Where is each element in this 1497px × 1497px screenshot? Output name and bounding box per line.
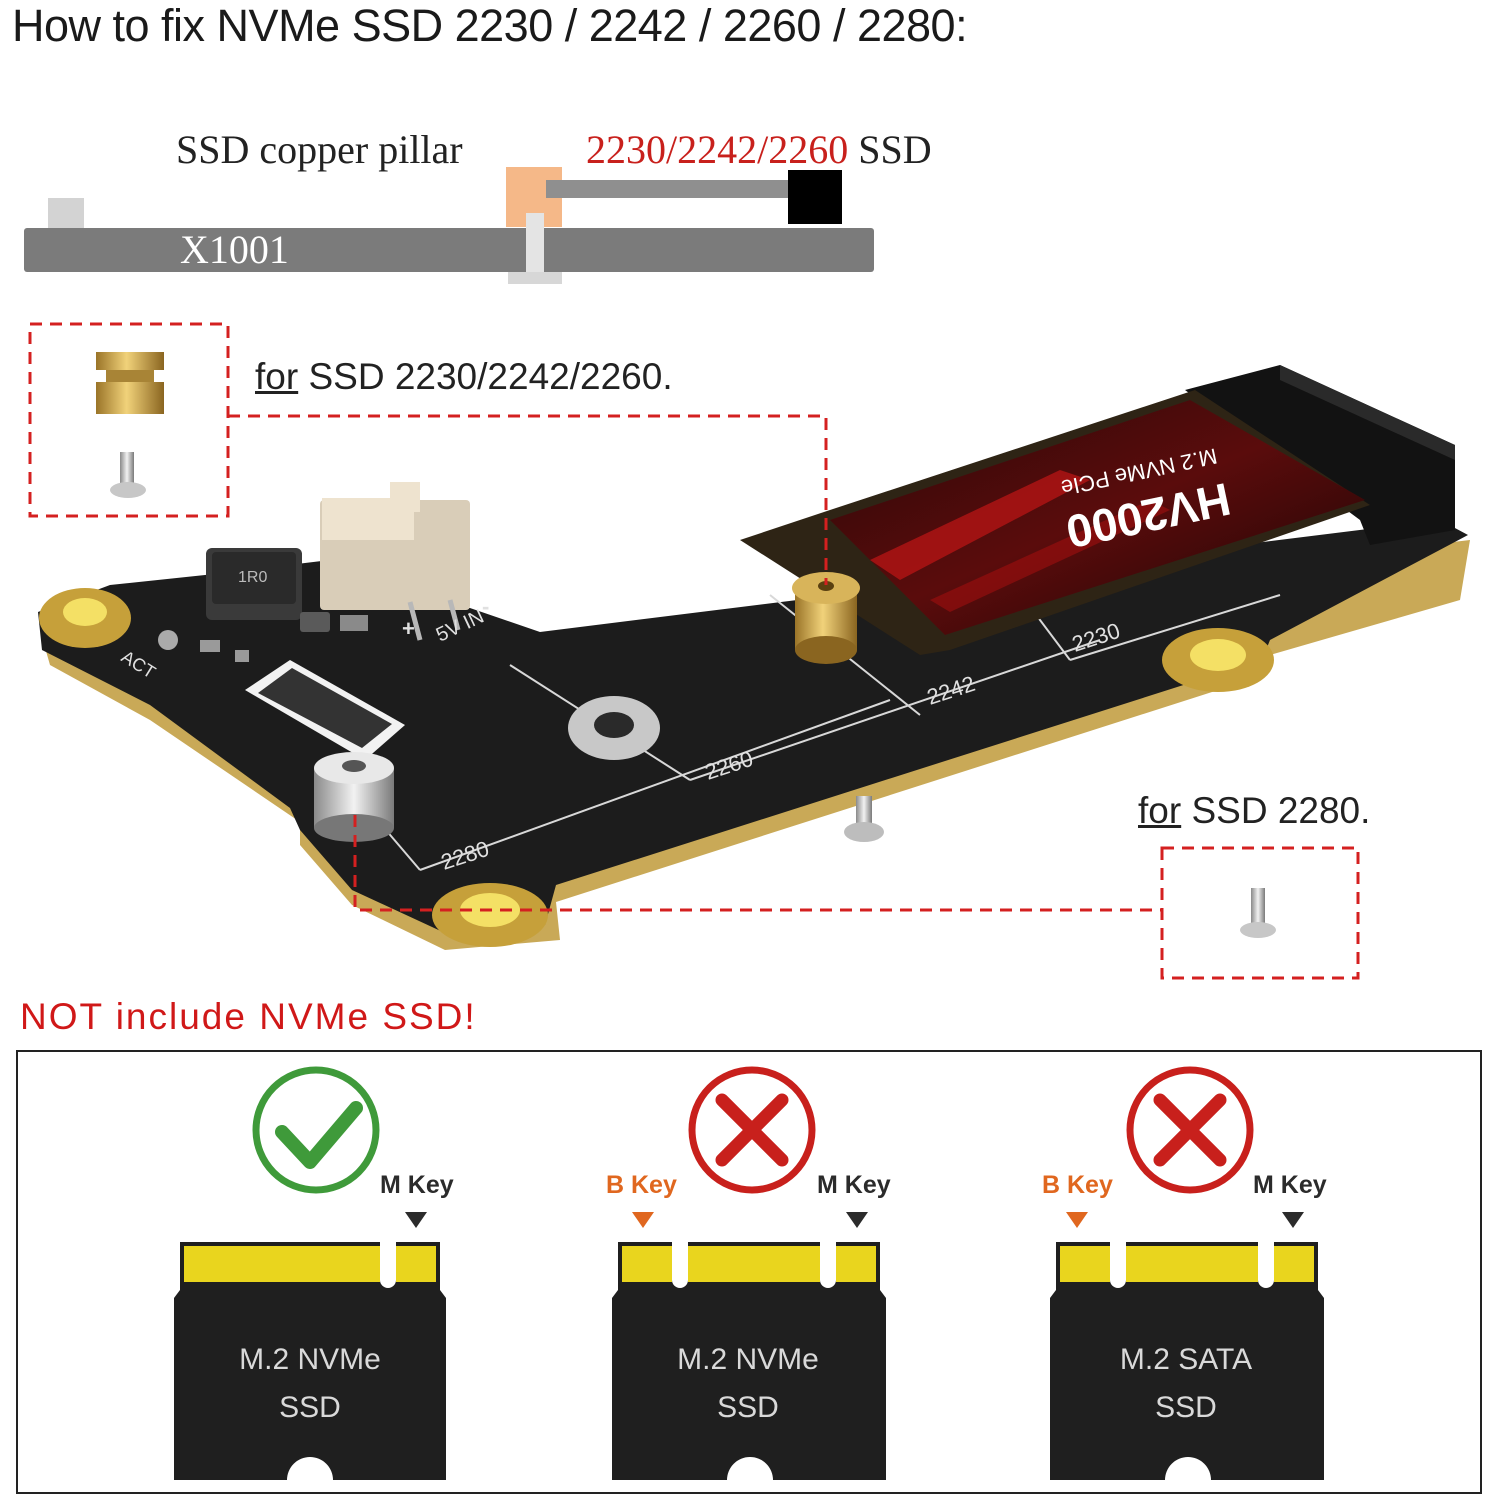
silk-plus: + [402,616,415,641]
card-label-sata: M.2 SATA SSD [1050,1336,1322,1432]
board-left-standoff [48,198,84,230]
m-key-arrow-icon [846,1212,868,1228]
ssd-label-sizes: 2230/2242/2260 [586,127,849,172]
pcb-board [38,520,1468,933]
compatibility-panel [16,1050,1482,1494]
loose-screw [844,796,884,842]
warning-text: NOT include NVMe SSD! [20,996,477,1037]
callout-box-2280 [1160,846,1360,980]
note-2280-text: SSD 2280. [1181,790,1371,831]
m-key-label: M Key [380,1171,454,1199]
note-2280-for: for [1138,790,1182,831]
ssd-label-suffix: SSD [848,127,932,172]
silk-minus: - [482,594,489,619]
card-line-2: SSD [1155,1391,1217,1424]
mounting-pad-left [39,588,131,648]
card-line-1: M.2 NVMe [239,1343,381,1376]
card-line-2: SSD [717,1391,779,1424]
callout-overlay [28,322,1360,980]
power-connector [320,482,470,641]
screw-part-2280 [1240,888,1276,938]
pillar-screw [526,213,544,273]
brass-pillar [792,572,860,664]
board-illustration: HV2000 M.2 NVMe PCIe 2230 2242 2260 2280 [38,365,1470,950]
note-2280-ssd: for SSD 2280. [1138,790,1370,832]
brass-pillar-part [96,352,164,414]
b-key-label: B Key [1042,1171,1113,1199]
card-line-1: M.2 SATA [1119,1343,1253,1376]
callout-box-small [28,322,230,518]
card-line-2: SSD [279,1391,341,1424]
m2-slot-connector [1185,365,1455,545]
ssd-connector [788,170,842,224]
board-label: X1001 [180,227,289,272]
m-key-arrow-icon [405,1212,427,1228]
board-bar [24,228,874,272]
card-label-nvme-bm: M.2 NVMe SSD [612,1336,884,1432]
callout-line-2280 [353,815,1162,912]
pillar-label: SSD copper pillar [176,127,463,172]
page-title: How to fix NVMe SSD 2230 / 2242 / 2260 /… [12,0,968,51]
small-components [158,612,368,662]
pillar-base [508,272,562,284]
side-view-graphic [24,167,874,284]
ssd-module: HV2000 M.2 NVMe PCIe [740,390,1370,655]
screw-part-small [110,452,146,498]
ffc-connector [245,660,405,760]
note-small-text: SSD 2230/2242/2260. [298,356,673,397]
m-key-arrow-icon [1282,1212,1304,1228]
ssd-card-bm-key [612,1242,886,1480]
note-small-ssd: for SSD 2230/2242/2260. [255,356,673,398]
m-key-label: M Key [817,1171,891,1199]
b-key-label: B Key [606,1171,677,1199]
ssd-card-sata [1050,1242,1324,1480]
card-line-1: M.2 NVMe [677,1343,819,1376]
check-icon [252,1066,380,1194]
cross-icon [1126,1066,1254,1194]
m-key-label: M Key [1253,1171,1327,1199]
ssd-card-m-key [174,1242,446,1480]
ssd-bar [546,180,790,198]
silk-inductor: 1R0 [238,569,267,586]
b-key-arrow-icon [1066,1212,1088,1228]
card-label-nvme-m: M.2 NVMe SSD [174,1336,446,1432]
ssd-label: 2230/2242/2260 SSD [586,126,932,173]
cross-icon [688,1066,816,1194]
note-small-for: for [255,356,299,397]
callout-line-small [228,414,828,585]
center-washer [568,696,660,760]
b-key-arrow-icon [632,1212,654,1228]
inductor [206,548,302,620]
mounting-pad-right [1162,628,1274,692]
